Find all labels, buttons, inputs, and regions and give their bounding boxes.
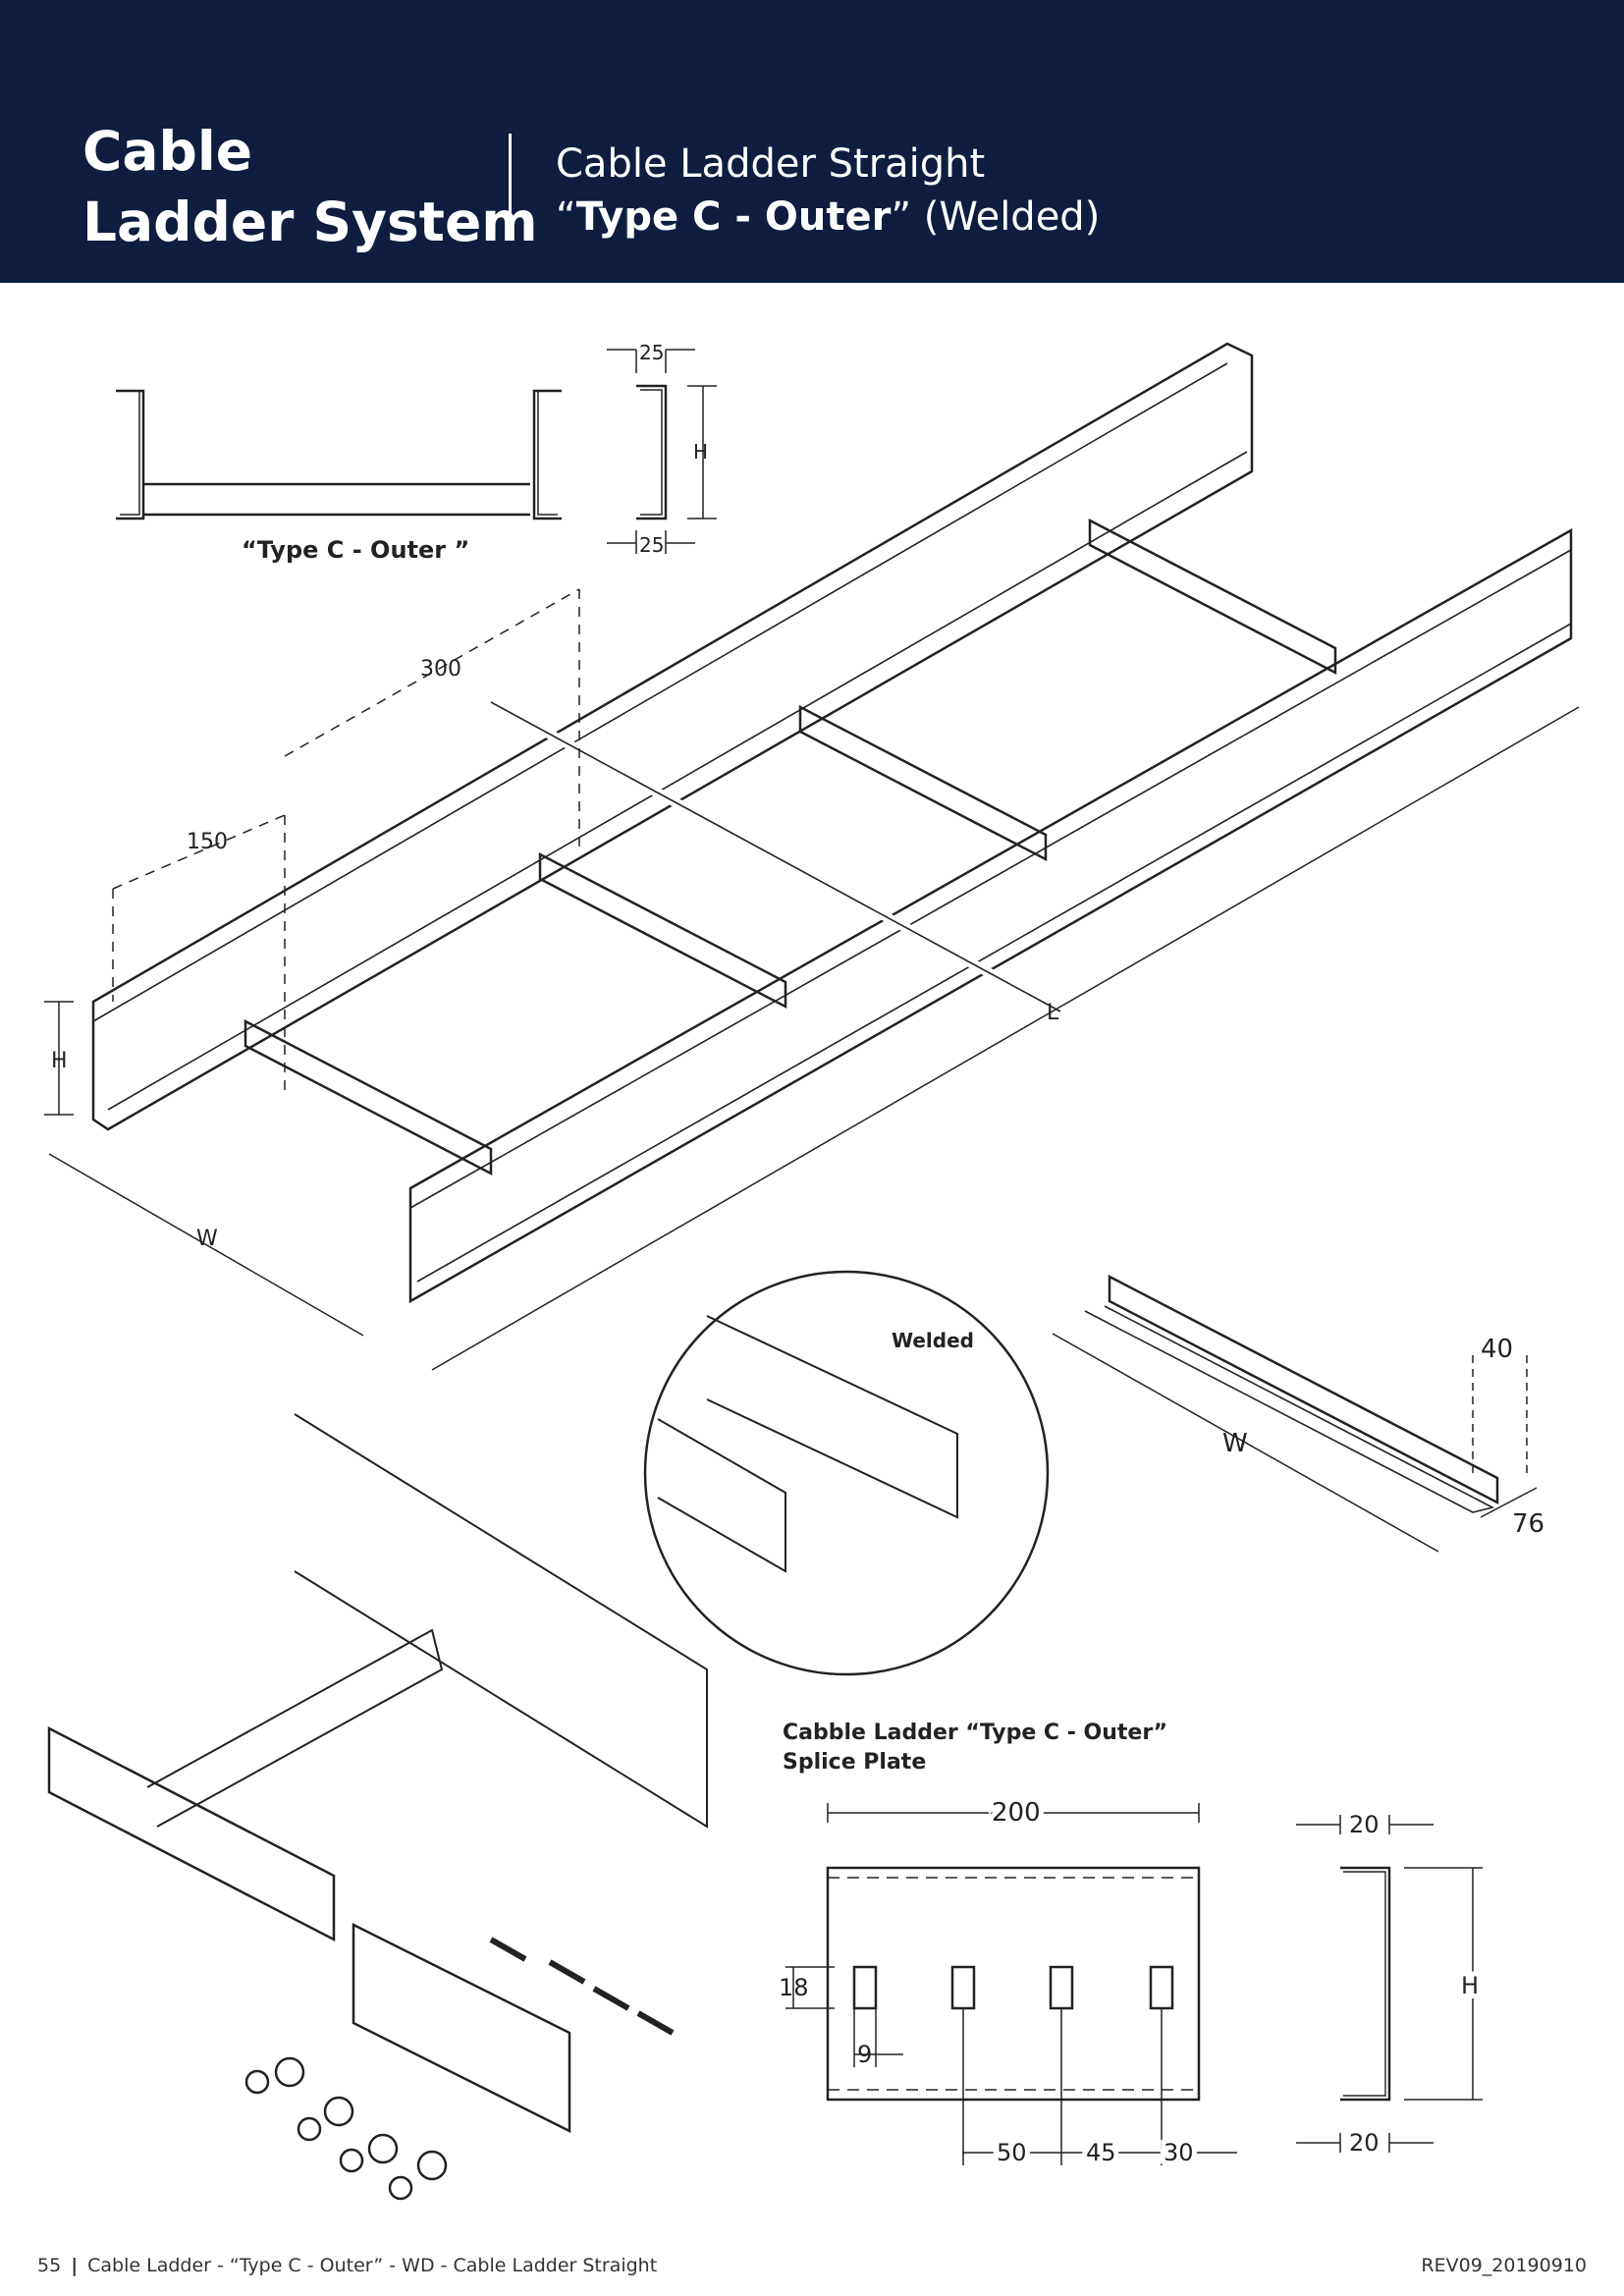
splice-assembly-drawing bbox=[47, 1413, 708, 2201]
quote-open: “ bbox=[556, 194, 576, 240]
profile-dim-bottom: 25 bbox=[639, 533, 664, 557]
weld-detail-drawing bbox=[643, 1270, 1050, 1676]
splice-plate-elevation bbox=[785, 1803, 1237, 2165]
section-title-line1: Cable bbox=[82, 120, 253, 183]
splice-title-line1: Cabble Ladder “Type C - Outer” bbox=[783, 1721, 1168, 1745]
page-footer: 55 | Cable Ladder - “Type C - Outer” - WD … bbox=[37, 2255, 657, 2276]
splice-dim-30: 30 bbox=[1164, 2139, 1194, 2166]
channel-profile-drawing bbox=[607, 349, 717, 554]
splice-plate-title: Cabble Ladder “Type C - Outer” Splice Pl… bbox=[783, 1719, 1167, 1777]
weld-label: Welded bbox=[892, 1329, 974, 1352]
rung-drawing bbox=[1052, 1274, 1538, 1553]
footer-separator: | bbox=[71, 2255, 79, 2276]
splice-dim-9: 9 bbox=[857, 2041, 872, 2068]
product-title-line2: “Type C - Outer” (Welded) bbox=[556, 191, 1100, 244]
technical-drawing: “Type C - Outer ” 25 25 H 300 150 H W L … bbox=[44, 341, 1580, 2201]
product-title: Cable Ladder Straight “Type C - Outer” (… bbox=[556, 137, 1100, 244]
splice-dim-h: H bbox=[1461, 1972, 1479, 1999]
product-suffix: (Welded) bbox=[923, 194, 1101, 240]
splice-dim-45: 45 bbox=[1086, 2139, 1116, 2166]
header-divider bbox=[509, 134, 512, 236]
revision-code: REV09_20190910 bbox=[1421, 2255, 1587, 2276]
footer-text: Cable Ladder - “Type C - Outer” - WD - C… bbox=[87, 2255, 658, 2276]
splice-dim-20-top: 20 bbox=[1349, 1811, 1380, 1838]
splice-plate-profile bbox=[1296, 1815, 1483, 2153]
rung-dim-w: W bbox=[1222, 1429, 1248, 1458]
product-title-line1: Cable Ladder Straight bbox=[556, 141, 986, 187]
splice-dim-200: 200 bbox=[992, 1798, 1041, 1828]
product-type: Type C - Outer bbox=[575, 194, 892, 240]
profile-dim-h: H bbox=[693, 440, 708, 464]
dim-l: L bbox=[1047, 1001, 1059, 1025]
profile-dim-top: 25 bbox=[639, 341, 664, 364]
quote-close: ” bbox=[891, 194, 912, 240]
page-number: 55 bbox=[37, 2255, 62, 2276]
rung-dim-40: 40 bbox=[1481, 1335, 1513, 1364]
dim-300: 300 bbox=[420, 657, 461, 682]
section-title: Cable Ladder System bbox=[82, 116, 538, 257]
dim-150: 150 bbox=[187, 830, 228, 854]
splice-dim-50: 50 bbox=[997, 2139, 1027, 2166]
profile-section-drawing bbox=[116, 389, 562, 520]
ladder-isometric-drawing bbox=[44, 342, 1580, 1371]
section-title-line2: Ladder System bbox=[82, 191, 538, 253]
page-header: Cable Ladder System Cable Ladder Straigh… bbox=[0, 0, 1624, 283]
dim-h: H bbox=[51, 1049, 68, 1073]
profile-caption: “Type C - Outer ” bbox=[242, 536, 469, 564]
dim-w: W bbox=[196, 1227, 218, 1251]
splice-dim-18: 18 bbox=[779, 1974, 809, 2001]
splice-dim-20-bottom: 20 bbox=[1349, 2129, 1380, 2157]
rung-dim-76: 76 bbox=[1512, 1509, 1544, 1539]
splice-title-line2: Splice Plate bbox=[783, 1750, 927, 1775]
